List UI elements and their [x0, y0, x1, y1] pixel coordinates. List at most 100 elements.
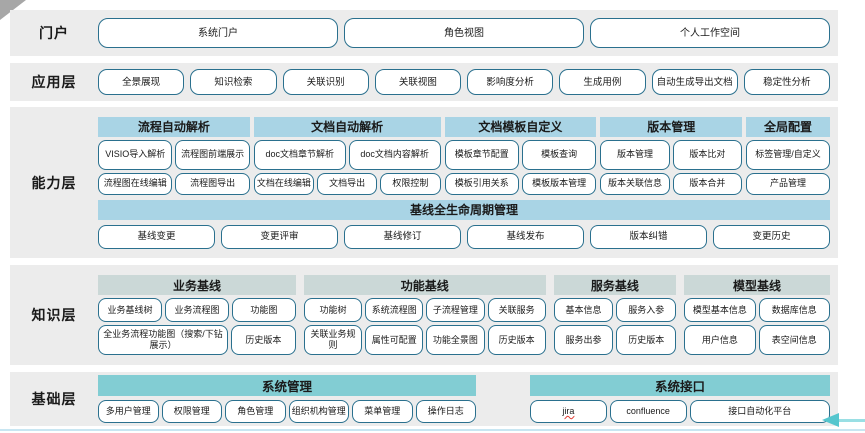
- group-doc-parse: 文档自动解析 doc文档章节解析 doc文档内容解析文档在线编辑 文档导出 权限控制: [253, 116, 441, 195]
- item-label: 产品管理: [770, 178, 807, 188]
- group-header: 全局配置: [746, 116, 830, 137]
- group-system-mgmt: 系统管理 多用户管理权限管理角色管理组织机构管理菜单管理操作日志: [98, 375, 476, 423]
- item-label: 文档导出: [329, 178, 366, 188]
- item-box: 影响度分析: [467, 69, 554, 95]
- item-label: 业务流程图: [174, 304, 220, 315]
- item-box: 模型基本信息: [684, 298, 756, 322]
- item-box: 知识检索: [190, 69, 277, 95]
- box-row: 模板引用关系 模板版本管理: [444, 172, 597, 195]
- item-label: 角色视图: [444, 27, 484, 39]
- item-label: 关联服务: [498, 304, 535, 315]
- item-label: 模板版本管理: [532, 178, 587, 188]
- item-box: 关联视图: [374, 69, 461, 95]
- item-label: 流程图前端展示: [181, 149, 245, 159]
- item-label: 影响度分析: [486, 76, 534, 88]
- box-row: VISIO导入解析 流程图前端展示: [98, 139, 250, 170]
- item-box: 表空间信息: [758, 325, 831, 355]
- item-label: 组织机构管理: [291, 406, 346, 416]
- item-label: doc文档章节解析: [265, 149, 334, 159]
- item-label: 基本信息: [565, 304, 602, 315]
- box-row: 版本管理版本比对: [600, 139, 743, 170]
- item-label: 版本管理: [616, 149, 653, 159]
- item-label: 历史版本: [628, 334, 665, 345]
- item-box: 文档在线编辑: [253, 172, 315, 195]
- item-box: 历史版本: [230, 325, 296, 355]
- group-header: 功能基线: [303, 275, 546, 295]
- group-header: 文档自动解析: [253, 116, 441, 137]
- item-label: 角色管理: [237, 406, 274, 416]
- item-label: 多用户管理: [105, 406, 151, 416]
- group-business-baseline: 业务基线 业务基线树业务流程图功能图全业务流程功能图（搜索/下钻展示）历史版本: [98, 275, 296, 355]
- bottom-accent-line: [0, 429, 865, 431]
- layer-portal: 门户 系统门户角色视图个人工作空间: [10, 10, 838, 56]
- box-row: 用户信息表空间信息: [684, 325, 831, 355]
- item-box: 功能图: [231, 298, 296, 322]
- item-box: 业务基线树: [98, 298, 162, 322]
- item-box: 版本关联信息: [600, 172, 670, 195]
- item-box: 全业务流程功能图（搜索/下钻展示）: [98, 325, 228, 355]
- item-box: 流程图在线编辑: [98, 172, 173, 195]
- item-label: 历史版本: [498, 334, 535, 345]
- layer-label-base: 基础层: [31, 391, 77, 407]
- item-box: 文档导出: [317, 172, 378, 195]
- item-label: 流程图导出: [190, 178, 236, 188]
- item-box: 子流程管理: [426, 298, 485, 322]
- box-row: 流程图在线编辑 流程图导出: [98, 172, 250, 195]
- box-row: 多用户管理权限管理角色管理组织机构管理菜单管理操作日志: [98, 400, 476, 423]
- item-label: 服务入参: [628, 304, 665, 315]
- item-label: 模板章节配置: [454, 149, 509, 159]
- item-label: 业务基线树: [107, 304, 153, 315]
- item-box: 功能全景图: [426, 325, 485, 355]
- item-label: 属性可配置: [371, 334, 417, 345]
- box-row: 模板章节配置 模板查询: [444, 139, 597, 170]
- box-row: 模型基本信息数据库信息: [684, 298, 831, 322]
- item-label: 模板查询: [541, 149, 578, 159]
- group-function-baseline: 功能基线 功能树系统流程图子流程管理关联服务关联业务规则属性可配置功能全景图历史…: [303, 275, 546, 355]
- item-label: 知识检索: [214, 76, 253, 88]
- item-label: VISIO导入解析: [105, 149, 166, 159]
- item-label: jira: [562, 406, 575, 416]
- baseline-items: 基线变更变更评审基线修订基线发布版本纠错变更历史: [98, 224, 830, 249]
- layer-label-capability: 能力层: [31, 174, 77, 191]
- item-label: 功能树: [319, 304, 347, 315]
- item-label: 模板引用关系: [454, 178, 509, 188]
- knowledge-content: 业务基线 业务基线树业务流程图功能图全业务流程功能图（搜索/下钻展示）历史版本 …: [98, 265, 838, 365]
- group-process-parse: 流程自动解析 VISIO导入解析流程图前端展示流程图在线编辑流程图导出: [98, 116, 250, 195]
- box-row: 版本关联信息版本合并: [600, 172, 743, 195]
- layer-capability: 能力层 流程自动解析 VISIO导入解析流程图前端展示流程图在线编辑流程图导出 …: [10, 107, 838, 258]
- item-box: 角色视图: [344, 18, 584, 48]
- item-label: 版本关联信息: [607, 178, 662, 188]
- group-header: 系统接口: [530, 375, 830, 396]
- layer-base: 基础层 系统管理 多用户管理权限管理角色管理组织机构管理菜单管理操作日志 系统接…: [10, 372, 838, 426]
- item-box: 生成用例: [559, 69, 646, 95]
- item-box: 自动生成导出文档: [651, 69, 738, 95]
- item-label: 变更评审: [260, 231, 299, 242]
- item-label: 关联视图: [398, 76, 437, 88]
- item-label: 关联识别: [306, 76, 345, 88]
- item-label: 操作日志: [427, 406, 464, 416]
- item-box: 模板查询: [521, 139, 597, 170]
- group-version-mgmt: 版本管理 版本管理版本比对版本关联信息版本合并: [600, 116, 743, 195]
- item-label: 生成用例: [583, 76, 622, 88]
- capability-content: 流程自动解析 VISIO导入解析流程图前端展示流程图在线编辑流程图导出 文档自动…: [98, 107, 838, 258]
- item-label: doc文档内容解析: [360, 149, 429, 159]
- item-label: 服务出参: [565, 334, 602, 345]
- box-row: 业务基线树 业务流程图功能图: [98, 298, 296, 322]
- item-box: VISIO导入解析: [98, 139, 173, 170]
- item-box: 关联业务规则: [303, 325, 363, 355]
- item-box: doc文档内容解析: [348, 139, 441, 170]
- group-header: 业务基线: [98, 275, 296, 295]
- item-box: 关联识别: [282, 69, 369, 95]
- item-box: 权限控制: [380, 172, 441, 195]
- box-row: 全业务流程功能图（搜索/下钻展示）历史版本: [98, 325, 296, 355]
- item-label: 模型基本信息: [692, 304, 747, 315]
- item-box: 用户信息: [684, 325, 756, 355]
- item-label: 全景展现: [122, 76, 161, 88]
- item-box: 产品管理: [746, 172, 830, 195]
- item-box: 操作日志: [415, 400, 476, 423]
- item-box: 版本管理: [600, 139, 670, 170]
- item-label: 版本纠错: [629, 231, 668, 242]
- item-box: 个人工作空间: [590, 18, 830, 48]
- group-header: 服务基线: [553, 275, 677, 295]
